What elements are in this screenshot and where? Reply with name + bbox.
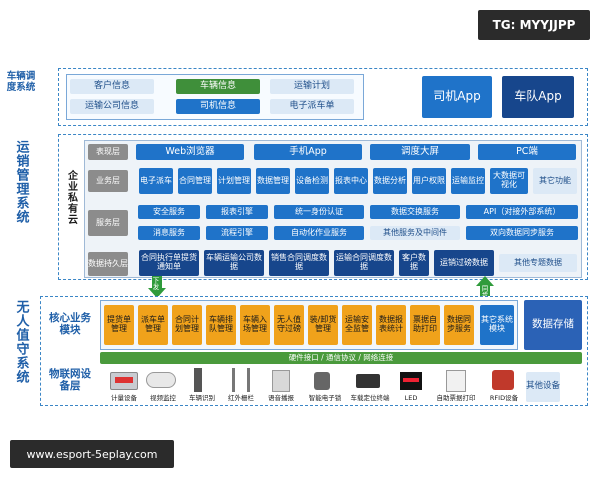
led-icon (400, 372, 422, 390)
svc-workflow: 流程引擎 (206, 226, 268, 240)
device-label-5: 语音播报 (268, 394, 294, 403)
svc-identity: 统一身份认证 (274, 205, 364, 219)
device-label-6: 智能电子锁 (308, 394, 342, 403)
dispatch-item-dispatch-slip: 电子派车单 (270, 99, 354, 114)
biz-item-bigdata: 大数据可视化 (490, 168, 528, 194)
unmanned-system-label: 无人值守系统 (13, 300, 29, 384)
core-item-3: 合同计划管理 (172, 305, 202, 345)
data-order-notice: 合同执行单提货通知单 (139, 250, 199, 276)
gps-terminal-icon (356, 374, 380, 388)
other-devices-box: 其他设备 (526, 372, 560, 402)
data-transport-dispatch: 运输合同调度数据 (334, 250, 394, 276)
fleet-app-button[interactable]: 车队App (502, 76, 574, 118)
dispatch-item-vehicle: 车辆信息 (176, 79, 260, 94)
website-watermark: www.esport-5eplay.com (10, 440, 174, 468)
iot-layer-label: 物联网设备层 (49, 368, 91, 393)
issue-down-arrow: 下发 (148, 276, 166, 300)
core-item-2: 派车单管理 (138, 305, 168, 345)
svc-security: 安全服务 (138, 205, 200, 219)
mobile-app-item: 手机App (254, 144, 362, 160)
infrared-fence-icon (232, 368, 250, 392)
biz-item-other: 其它功能 (533, 168, 577, 194)
persistence-layer-label: 数据持久层 (88, 252, 128, 276)
dispatch-item-company: 运输公司信息 (70, 99, 154, 114)
biz-item-report: 报表中心 (334, 168, 368, 194)
pc-client-item: PC端 (478, 144, 576, 160)
svc-report-engine: 报表引擎 (206, 205, 268, 219)
device-label-2: 视频监控 (150, 394, 176, 403)
device-label-3: 车辆识别 (189, 394, 215, 403)
sync-up-arrow: 同步 (476, 276, 494, 300)
data-customer: 客户数据 (399, 250, 429, 276)
biz-item-device: 设备检测 (295, 168, 329, 194)
hardware-interface-bar: 硬件接口 / 通信协议 / 网络连接 (100, 352, 582, 364)
dispatch-screen-item: 调度大屏 (370, 144, 470, 160)
svc-automation: 自动化作业服务 (274, 226, 364, 240)
transport-system-label: 运销管理系统 (13, 140, 29, 224)
biz-item-analysis: 数据分析 (373, 168, 407, 194)
dispatch-item-plan: 运输计划 (270, 79, 354, 94)
e-lock-icon (314, 372, 330, 390)
speaker-icon (272, 370, 290, 392)
svc-api: API（对接外部系统） (466, 205, 578, 219)
svc-data-exchange: 数据交换服务 (370, 205, 460, 219)
core-item-5: 车辆入场管理 (240, 305, 270, 345)
core-module-label: 核心业务模块 (49, 312, 91, 337)
core-item-10: 票据自助打印 (410, 305, 440, 345)
core-item-4: 车辆排队管理 (206, 305, 236, 345)
core-item-8: 运输安全监管 (342, 305, 372, 345)
core-item-12: 其它系统模块 (480, 305, 514, 345)
core-item-1: 提货单管理 (104, 305, 134, 345)
device-label-4: 红外栅栏 (228, 394, 254, 403)
dispatch-item-driver: 司机信息 (176, 99, 260, 114)
device-label-7: 车载定位终端 (350, 394, 390, 403)
biz-item-data: 数据管理 (256, 168, 290, 194)
web-browser-item: Web浏览器 (136, 144, 244, 160)
svc-middleware: 其他服务及中间件 (370, 226, 460, 240)
camera-icon (146, 372, 176, 388)
presentation-layer-label: 表现层 (88, 144, 128, 160)
svc-bidirectional-sync: 双向数据同步服务 (466, 226, 578, 240)
biz-item-contract: 合同管理 (178, 168, 212, 194)
data-sales-dispatch: 销售合同调度数据 (269, 250, 329, 276)
device-label-9: 自助票据打印 (436, 394, 476, 403)
device-label-8: LED (404, 394, 418, 403)
dispatch-system-label: 车辆调度系统 (6, 71, 36, 93)
sync-arrow-label: 同步 (480, 285, 488, 298)
core-item-6: 无人值守过磅 (274, 305, 304, 345)
enterprise-cloud-label: 企业私有云 (65, 170, 77, 225)
core-item-11: 数据同步服务 (444, 305, 474, 345)
driver-app-button[interactable]: 司机App (422, 76, 492, 118)
data-storage-box: 数据存储 (524, 300, 582, 350)
ticket-printer-icon (446, 370, 466, 392)
plate-reader-icon (194, 368, 202, 392)
device-label-10: RFID设备 (489, 394, 519, 403)
core-item-9: 数据报表统计 (376, 305, 406, 345)
biz-item-plan: 计划管理 (217, 168, 251, 194)
data-transport-company: 车辆运输公司数据 (204, 250, 264, 276)
core-item-7: 装/卸货管理 (308, 305, 338, 345)
svc-message: 消息服务 (138, 226, 200, 240)
watermark-badge: TG: MYYJJPP (478, 10, 590, 40)
dispatch-item-customer: 客户信息 (70, 79, 154, 94)
scale-icon (110, 372, 138, 390)
rfid-icon (492, 370, 514, 390)
business-layer-label: 业务层 (88, 170, 128, 192)
data-other-topic: 其他专题数据 (499, 254, 577, 272)
biz-item-permission: 用户权限 (412, 168, 446, 194)
issue-arrow-label: 下发 (151, 277, 159, 290)
service-layer-label: 服务层 (88, 210, 128, 236)
biz-item-monitor: 运输监控 (451, 168, 485, 194)
biz-item-e-dispatch: 电子派车 (139, 168, 173, 194)
data-weighing: 运销过磅数据 (434, 250, 494, 276)
device-label-1: 计量设备 (111, 394, 137, 403)
